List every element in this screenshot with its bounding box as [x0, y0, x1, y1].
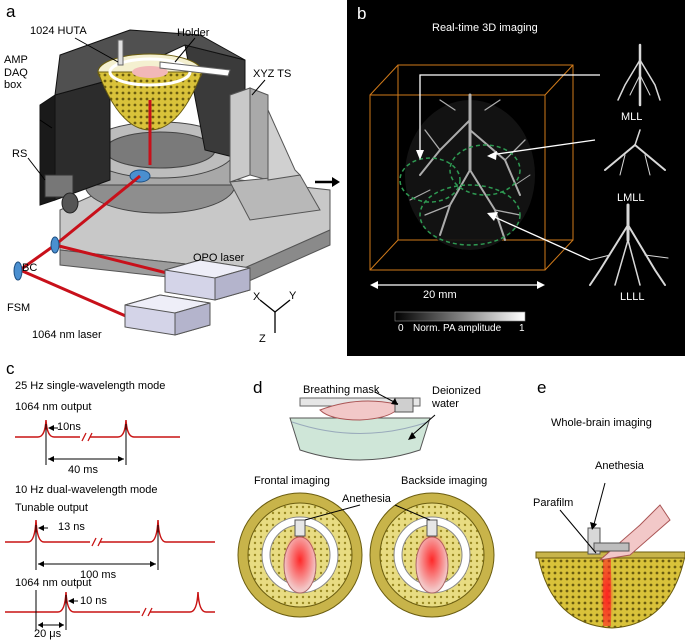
mode1-output: 1064 nm output — [15, 401, 92, 413]
lobe-label-lmll: LMLL — [617, 192, 645, 204]
lobe-label-mll: MLL — [621, 111, 643, 123]
label-parafilm: Parafilm — [533, 497, 574, 509]
label-fsm: FSM — [7, 302, 31, 314]
panel-c-annotations — [35, 424, 159, 630]
label-rotation-stage: RS — [12, 148, 28, 160]
axis-x-label: X — [253, 291, 261, 303]
label-bc: BC — [22, 262, 38, 274]
panel-e-setup — [535, 482, 685, 630]
mode1-pulse-width: 10ns — [57, 421, 81, 433]
panel-b-letter: b — [357, 4, 367, 23]
mode2-period: 100 ms — [80, 569, 117, 581]
label-opo-laser: OPO laser — [193, 252, 245, 264]
label-backside-imaging: Backside imaging — [401, 475, 488, 487]
mode2-output-a: Tunable output — [15, 502, 88, 514]
panel-b-imaging — [347, 0, 685, 356]
label-xyz-stage: XYZ TS — [253, 68, 292, 80]
label-1064-laser: 1064 nm laser — [32, 329, 102, 341]
axis-z-label: Z — [259, 333, 266, 345]
panel-e-title: Whole-brain imaging — [551, 417, 652, 429]
label-frontal-imaging: Frontal imaging — [254, 475, 330, 487]
label-anesthesia-d: Anethesia — [342, 493, 391, 505]
label-deionized-water: Deionized water — [432, 385, 481, 410]
axis-y-label: Y — [289, 290, 297, 302]
colorbar-label: Norm. PA amplitude — [413, 323, 502, 334]
mode2-delay: 20 μs — [34, 628, 62, 640]
panel-d-setup — [237, 391, 495, 618]
panel-c-timing — [5, 419, 215, 617]
mode2-title: 10 Hz dual-wavelength mode — [15, 484, 158, 496]
mode2-pulse-b: 10 ns — [80, 595, 107, 607]
panel-a-letter: a — [6, 2, 16, 21]
panel-e-letter: e — [537, 378, 547, 397]
panel-a-system — [13, 29, 340, 336]
panel-c-letter: c — [6, 359, 15, 378]
mode1-title: 25 Hz single-wavelength mode — [15, 380, 166, 392]
panel-d-letter: d — [253, 378, 263, 397]
label-amp-daq: AMP DAQ box — [4, 54, 28, 92]
colorbar-min: 0 — [398, 323, 404, 334]
mode1-period: 40 ms — [68, 464, 98, 476]
label-huta: 1024 HUTA — [30, 25, 87, 37]
colorbar-max: 1 — [519, 323, 525, 334]
label-breathing-mask: Breathing mask — [303, 384, 380, 396]
label-holder: Holder — [177, 27, 210, 39]
mode2-pulse-a: 13 ns — [58, 521, 85, 533]
label-anesthesia-e: Anethesia — [595, 460, 644, 472]
scale-bar-label: 20 mm — [423, 289, 457, 301]
mode2-output-b: 1064 nm output — [15, 577, 92, 589]
panel-b-title: Real-time 3D imaging — [432, 22, 538, 34]
lobe-label-llll: LLLL — [620, 291, 645, 303]
